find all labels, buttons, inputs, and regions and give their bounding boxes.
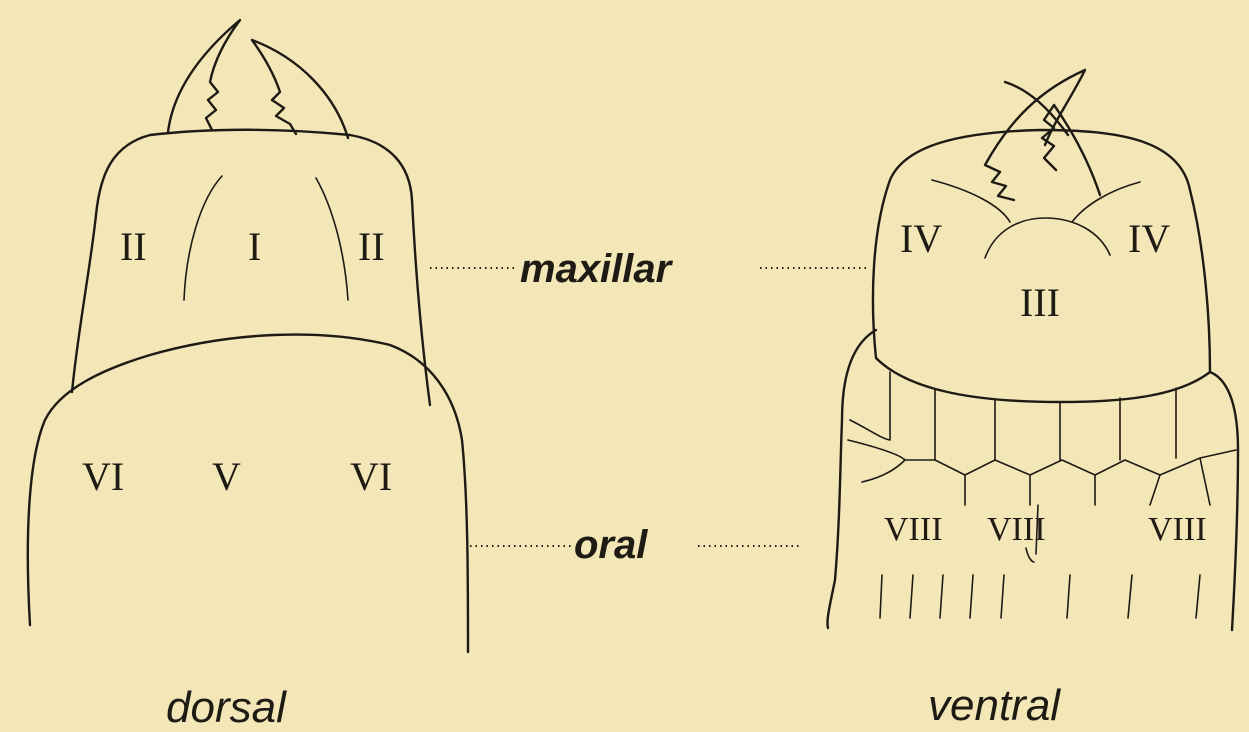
dorsal-right-jaw	[252, 40, 348, 138]
ventral-right-jaw	[1042, 105, 1100, 195]
region-labels: maxillar oral	[430, 247, 870, 567]
ventral-caption: ventral	[928, 681, 1061, 730]
ventral-ridges	[880, 575, 1200, 618]
dorsal-label-I: I	[248, 224, 261, 269]
ventral-label-VIII-3: VIII	[1148, 511, 1207, 548]
ventral-collar-plates	[848, 372, 1236, 505]
ventral-inner-arc-left	[932, 180, 1010, 222]
dorsal-view: II I II VI V VI dorsal	[28, 20, 468, 732]
dorsal-caption: dorsal	[166, 683, 287, 732]
ventral-left-jaw	[985, 70, 1085, 200]
ventral-label-VIII-1: VIII	[884, 511, 943, 548]
ventral-plate-III-border	[985, 218, 1110, 258]
ventral-label-VIII-2: VIII	[987, 511, 1046, 548]
ventral-label-III: III	[1020, 280, 1060, 325]
dorsal-label-II-left: II	[120, 224, 147, 269]
dorsal-left-jaw	[168, 20, 240, 132]
maxillar-label: maxillar	[520, 247, 674, 291]
ventral-oral-collar	[827, 330, 1238, 630]
dorsal-label-V: V	[212, 454, 241, 499]
dorsal-suture-right	[316, 178, 348, 300]
ventral-label-IV-right: IV	[1128, 216, 1170, 261]
dorsal-label-VI-right: VI	[350, 454, 392, 499]
dorsal-label-II-right: II	[358, 224, 385, 269]
oral-label: oral	[574, 523, 648, 567]
dorsal-label-VI-left: VI	[82, 454, 124, 499]
ventral-view: IV IV III VIII VIII VIII ventral	[827, 70, 1238, 730]
ventral-label-IV-left: IV	[900, 216, 942, 261]
dorsal-suture-left	[184, 176, 222, 300]
ventral-maxillar-segment	[873, 130, 1210, 402]
